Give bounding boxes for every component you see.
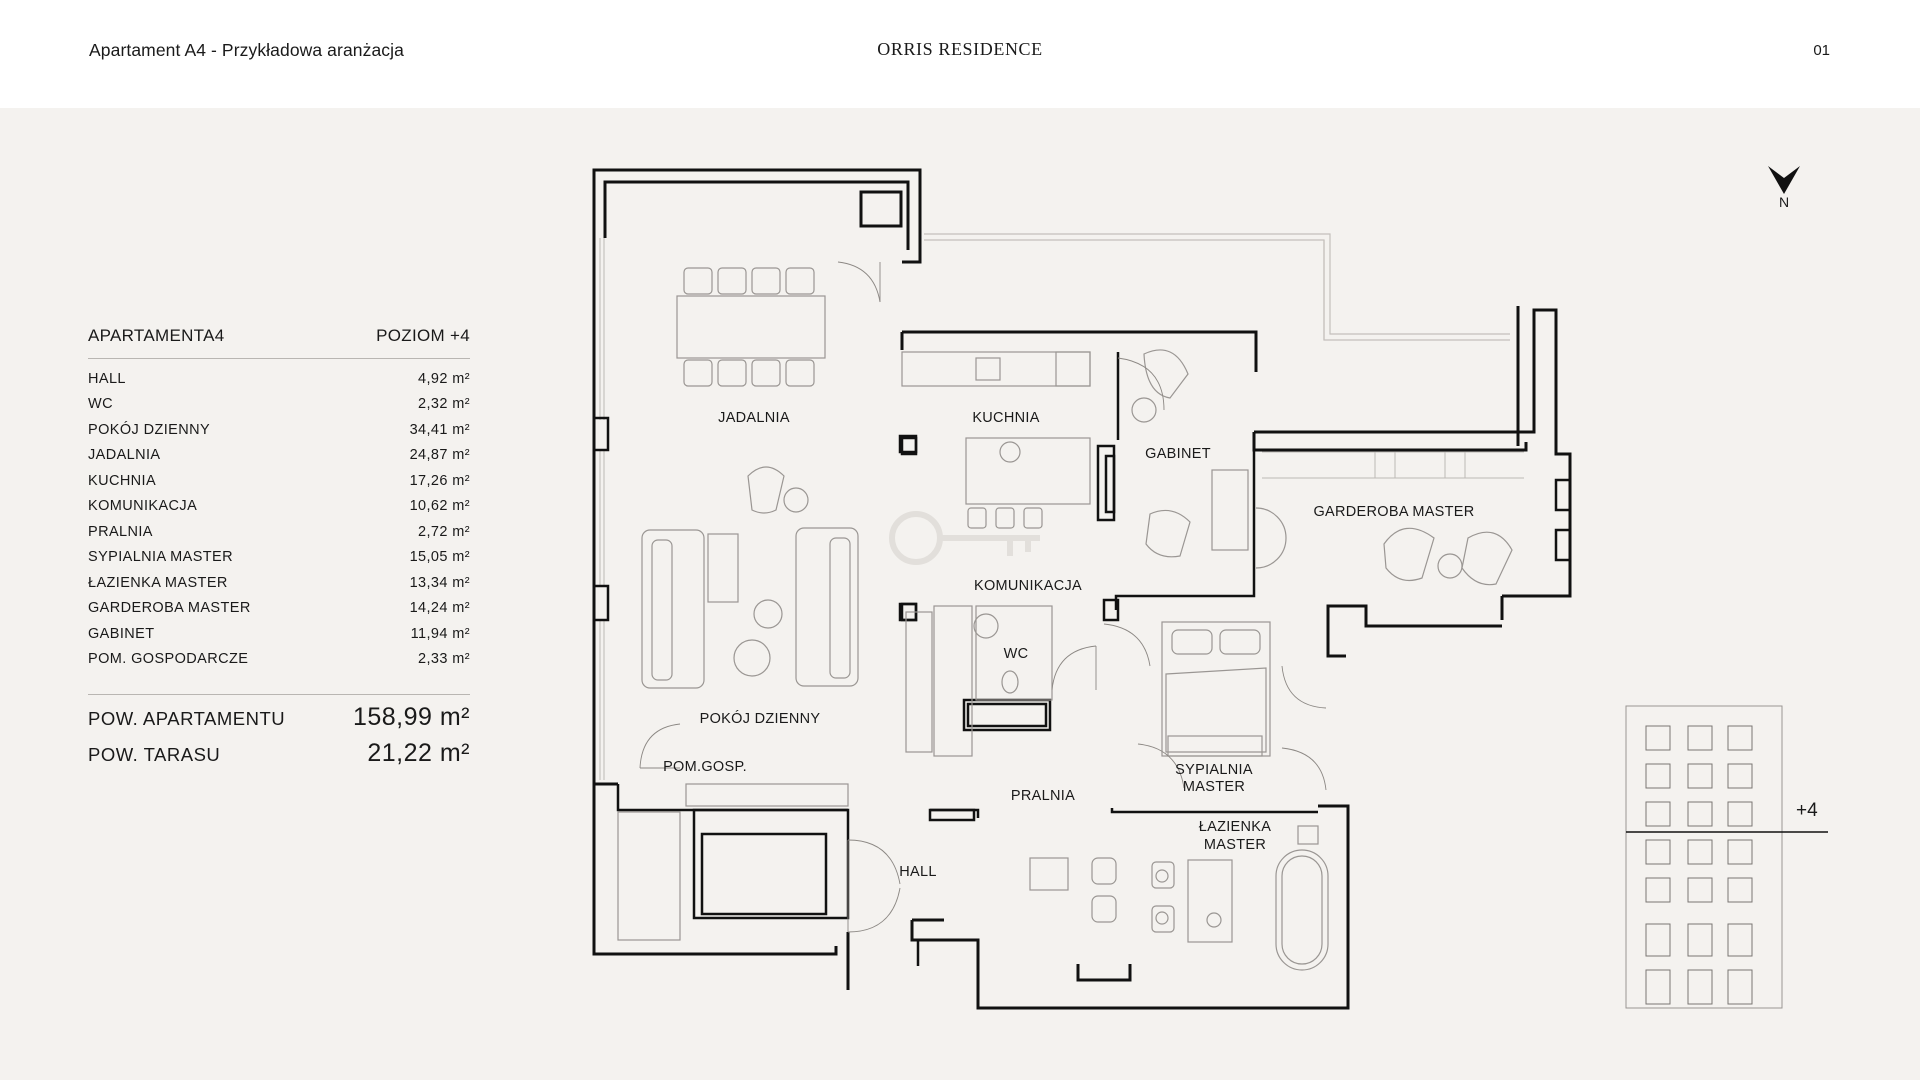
label-pokoj-dzienny: POKÓJ DZIENNY <box>700 710 821 727</box>
apartment-id: A4 <box>203 326 225 345</box>
walls <box>592 168 1572 1010</box>
label-hall: HALL <box>899 864 936 880</box>
windows <box>599 238 1524 780</box>
north-label: N <box>1778 194 1790 210</box>
label-lazienka-master: MASTER <box>1204 837 1266 853</box>
page-number: 01 <box>1813 42 1830 59</box>
level-label: POZIOM +4 <box>376 326 470 345</box>
panel-header: APARTAMENTA4 POZIOM +4 <box>88 326 470 359</box>
label-pralnia: PRALNIA <box>1011 788 1075 804</box>
label-jadalnia: JADALNIA <box>718 410 790 426</box>
header: Apartament A4 - Przykładowa aranżacja OR… <box>0 0 1920 108</box>
watermark-key-icon <box>889 511 1040 565</box>
north-indicator: N <box>1766 166 1802 210</box>
room-labels: JADALNIA KUCHNIA GABINET GARDEROBA MASTE… <box>663 410 1474 880</box>
label-lazienka: ŁAZIENKA <box>1199 819 1272 835</box>
label-pom-gosp: POM.GOSP. <box>663 759 747 775</box>
label-kuchnia: KUCHNIA <box>972 410 1039 426</box>
wall-stubs <box>592 416 1572 622</box>
apartment-title: APARTAMENTA4 <box>88 326 225 345</box>
terrace-outline <box>924 233 1510 341</box>
building-elevation-icon <box>1625 705 1828 1009</box>
document-title: Apartament A4 - Przykładowa aranżacja <box>89 40 404 60</box>
north-arrow-icon <box>1768 166 1800 194</box>
furniture <box>617 267 1513 971</box>
label-sypialnia-master: MASTER <box>1183 779 1245 795</box>
label-garderoba: GARDEROBA MASTER <box>1313 504 1474 520</box>
brand-logo: ORRIS RESIDENCE <box>877 39 1043 59</box>
columns <box>900 436 918 622</box>
interior-walls <box>616 352 1318 966</box>
label-sypialnia: SYPIALNIA <box>1175 762 1253 778</box>
label-wc: WC <box>1004 646 1029 662</box>
label-komunikacja: KOMUNIKACJA <box>974 578 1082 594</box>
label-gabinet: GABINET <box>1145 446 1211 462</box>
doors <box>639 261 1327 933</box>
elevation-level: +4 <box>1796 800 1818 821</box>
